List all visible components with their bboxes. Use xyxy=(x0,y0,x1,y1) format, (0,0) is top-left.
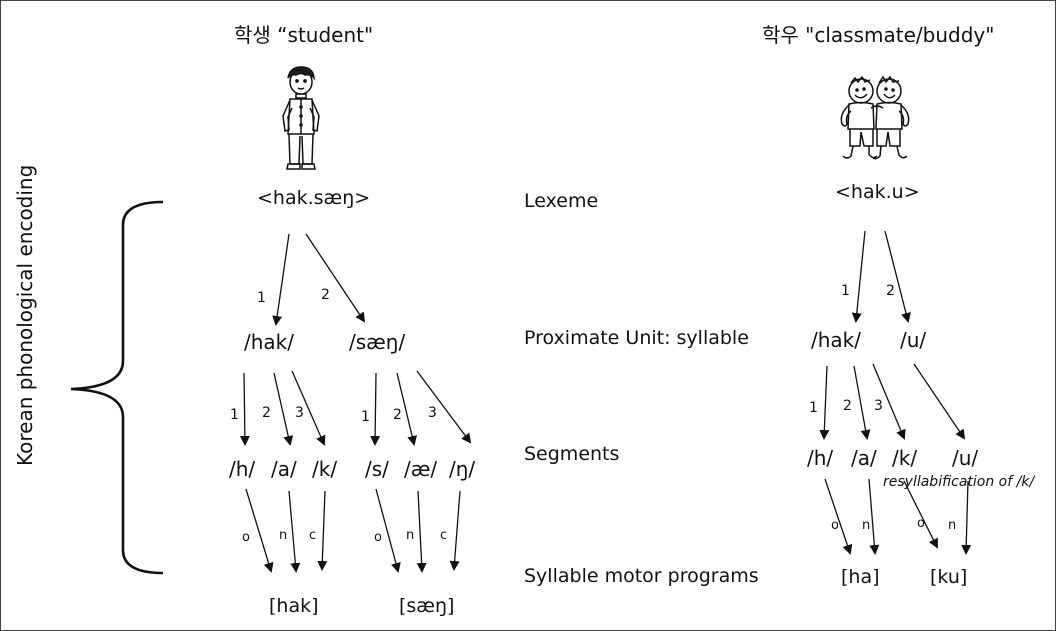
curly-brace-icon xyxy=(70,200,164,575)
order-label: 1 xyxy=(809,400,818,416)
arrow xyxy=(272,233,290,326)
arrow xyxy=(819,365,830,440)
buddy-syllable-2: /u/ xyxy=(900,328,927,352)
order-label: 2 xyxy=(886,283,895,299)
student-motor-1: [hak] xyxy=(269,595,319,617)
buddy-segment: /k/ xyxy=(892,446,918,470)
position-label: n xyxy=(948,518,957,533)
arrow xyxy=(872,363,906,440)
arrow xyxy=(305,233,366,323)
order-label: 3 xyxy=(428,405,437,421)
arrow xyxy=(416,490,427,573)
buddy-lexeme: <hak.u> xyxy=(835,181,920,203)
buddy-syllable-1: /hak/ xyxy=(811,328,861,352)
order-label: 1 xyxy=(230,407,239,423)
arrow xyxy=(245,488,274,573)
order-label: 1 xyxy=(257,290,266,306)
student-segment: /æ/ xyxy=(404,457,438,481)
buddy-segment: /h/ xyxy=(807,446,834,470)
student-segment: /a/ xyxy=(271,457,297,481)
position-label: n xyxy=(862,518,871,533)
order-label: 1 xyxy=(361,409,370,425)
resyllabification-note: resyllabification of /k/ xyxy=(883,474,1035,490)
arrow xyxy=(273,372,294,446)
position-label: c xyxy=(440,528,448,543)
arrow xyxy=(239,372,250,446)
position-label: o xyxy=(831,518,839,533)
order-label: 3 xyxy=(295,405,304,421)
buddy-motor-1: [ha] xyxy=(841,566,880,588)
arrow xyxy=(375,488,401,573)
arrow xyxy=(961,480,972,555)
student-segment: /ŋ/ xyxy=(449,457,476,481)
level-segments: Segments xyxy=(524,443,620,465)
student-segment: /k/ xyxy=(312,457,338,481)
arrow xyxy=(370,372,381,446)
order-label: 2 xyxy=(843,398,852,414)
position-label: o xyxy=(917,516,925,531)
arrow xyxy=(317,490,328,571)
arrow xyxy=(416,370,472,444)
position-label: c xyxy=(309,528,317,543)
level-lexeme: Lexeme xyxy=(524,190,599,212)
arrow xyxy=(913,363,966,440)
position-label: o xyxy=(242,530,250,545)
title-student: 학생 “student" xyxy=(234,23,374,47)
student-motor-2: [sæŋ] xyxy=(399,595,455,617)
position-label: o xyxy=(374,530,382,545)
arrow xyxy=(449,490,461,571)
arrow xyxy=(853,365,871,440)
arrow xyxy=(288,490,301,573)
arrow xyxy=(884,230,911,323)
arrow xyxy=(851,230,866,323)
level-motor: Syllable motor programs xyxy=(524,565,759,587)
two-buddies-icon xyxy=(840,75,910,160)
buddy-segment: /u/ xyxy=(952,446,979,470)
side-label: Korean phonological encoding xyxy=(13,164,37,466)
order-label: 2 xyxy=(393,407,402,423)
order-label: 1 xyxy=(841,283,850,299)
student-figure-icon xyxy=(282,66,320,170)
arrow xyxy=(291,370,326,446)
buddy-segment: /a/ xyxy=(851,446,877,470)
arrow xyxy=(868,478,880,555)
arrow xyxy=(903,480,938,549)
student-segment: /s/ xyxy=(365,457,389,481)
title-buddy: 학우 "classmate/buddy" xyxy=(762,23,995,47)
student-segment: /h/ xyxy=(229,457,256,481)
order-label: 3 xyxy=(874,398,883,414)
position-label: n xyxy=(406,528,415,543)
buddy-motor-2: [ku] xyxy=(930,566,968,588)
student-syllable-1: /hak/ xyxy=(244,330,294,354)
order-label: 2 xyxy=(262,405,271,421)
student-syllable-2: /sæŋ/ xyxy=(349,330,406,354)
arrow xyxy=(824,478,853,555)
student-lexeme: <hak.sæŋ> xyxy=(257,187,371,209)
arrow xyxy=(396,372,417,446)
order-label: 2 xyxy=(321,287,330,303)
position-label: n xyxy=(279,528,288,543)
level-syllable: Proximate Unit: syllable xyxy=(524,327,749,349)
